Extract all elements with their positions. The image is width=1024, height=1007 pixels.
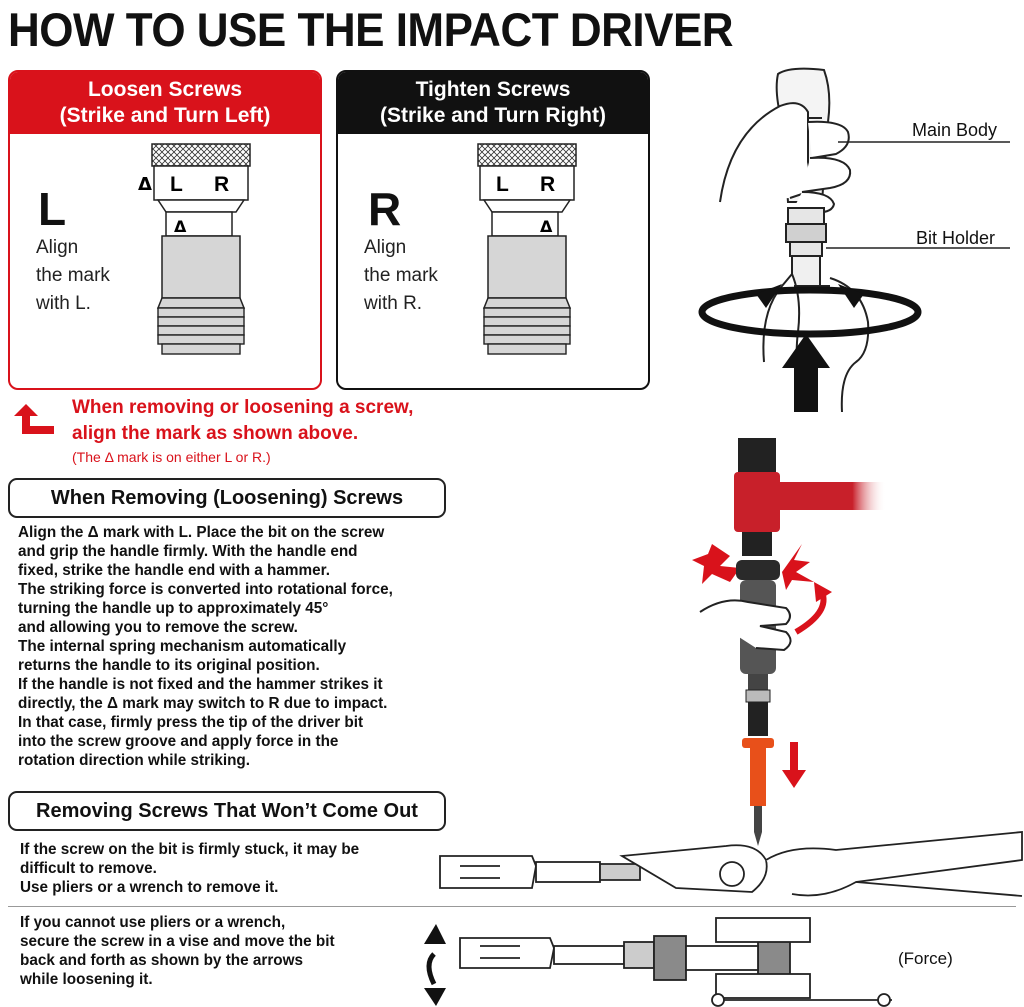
loosen-ring-left-label: L [170,173,183,196]
tighten-align-line: Align [364,237,407,258]
stuck-line: If you cannot use pliers or a wrench, [20,914,286,931]
tighten-card: Tighten Screws (Strike and Turn Right) R… [336,70,650,390]
tighten-card-header: Tighten Screws (Strike and Turn Right) [338,72,648,134]
tighten-ring-left-label: L [496,173,509,196]
tighten-align-line: with R. [364,293,423,314]
note-block: When removing or loosening a screw, alig… [72,395,413,465]
tighten-delta-mark: Δ [540,217,553,236]
removing-line: into the screw groove and apply force in… [18,733,339,750]
removing-line: turning the handle up to approximately 4… [18,600,329,617]
loosen-collar-illustration: L R Δ Δ [138,143,251,355]
removing-heading: When Removing (Loosening) Screws [8,478,446,518]
loosen-delta-mark: Δ [138,174,152,195]
removing-line: If the handle is not fixed and the hamme… [18,676,383,693]
note-line3: (The Δ mark is on either L or R.) [72,449,271,465]
stuck-line: Use pliers or a wrench to remove it. [20,879,279,896]
force-label: (Force) [898,949,953,968]
loosen-align-line: the mark [36,265,110,286]
section-divider [8,906,1016,907]
hand-grip-illustration [698,67,1010,413]
removing-paragraph: Align the Δ mark with L. Place the bit o… [18,523,393,770]
page-title: HOW TO USE THE IMPACT DRIVER [8,4,734,57]
removing-line: Align the Δ mark with L. Place the bit o… [18,524,385,541]
tighten-header-line1: Tighten Screws [415,78,571,101]
bit-holder-label: Bit Holder [916,228,996,248]
tighten-collar-illustration: L R Δ [477,143,577,355]
loosen-align-line: with L. [36,293,91,314]
tighten-header-line2: (Strike and Turn Right) [380,104,606,127]
turn-arrow-icon [14,404,54,434]
removing-line: rotation direction while striking. [18,752,251,769]
tighten-align-line: the mark [364,265,438,286]
loosen-align-text: Align the mark with L. [36,234,110,318]
removing-line: The striking force is converted into rot… [18,581,393,598]
loosen-delta-mark-lower: Δ [174,217,187,236]
loosen-card-header: Loosen Screws (Strike and Turn Left) [10,72,320,134]
stuck-line: secure the screw in a vise and move the … [20,933,335,950]
stuck-line: back and forth as shown by the arrows [20,952,304,969]
removing-line: and allowing you to remove the screw. [18,619,298,636]
stuck-line: while loosening it. [20,971,153,988]
tighten-letter: R [368,183,402,235]
removing-line: fixed, strike the handle end with a hamm… [18,562,330,579]
hammer-strike-illustration [692,438,886,846]
note-line2: align the mark as shown above. [72,423,359,444]
removing-line: In that case, firmly press the tip of th… [18,714,364,731]
loosen-align-line: Align [36,237,79,258]
removing-line: returns the handle to its original posit… [18,657,320,674]
main-body-label: Main Body [912,120,998,140]
vise-illustration [424,917,892,1007]
removing-line: and grip the handle firmly. With the han… [18,543,358,560]
tighten-align-text: Align the mark with R. [364,234,438,318]
removing-line: The internal spring mechanism automatica… [18,638,347,655]
note-line1: When removing or loosening a screw, [72,397,414,418]
tighten-ring-right-label: R [540,173,555,196]
stuck-paragraph-2: If you cannot use pliers or a wrench, se… [20,913,335,989]
loosen-ring-right-label: R [214,173,229,196]
stuck-line: If the screw on the bit is firmly stuck,… [20,841,360,858]
stuck-paragraph-1: If the screw on the bit is firmly stuck,… [20,840,359,897]
loosen-letter: L [38,183,67,235]
stuck-line: difficult to remove. [20,860,157,877]
pliers-illustration [439,831,1023,897]
removing-line: directly, the Δ mark may switch to R due… [18,695,388,712]
loosen-header-line2: (Strike and Turn Left) [59,104,271,127]
loosen-header-line1: Loosen Screws [87,78,243,101]
loosen-card: Loosen Screws (Strike and Turn Left) L A… [8,70,322,390]
stuck-heading: Removing Screws That Won’t Come Out [8,791,446,831]
